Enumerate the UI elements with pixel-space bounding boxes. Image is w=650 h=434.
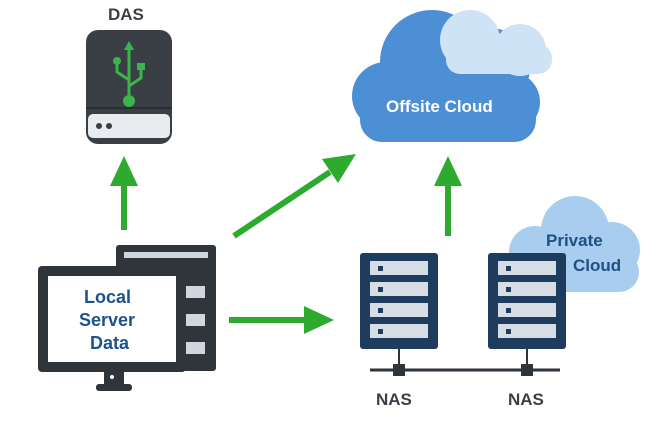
arrow-nas-to-cloud — [434, 156, 462, 236]
local-server-label-line1: Local — [84, 287, 132, 307]
private-cloud-label-line1: Private — [546, 231, 603, 250]
nas-server-1-icon — [360, 253, 438, 349]
private-cloud-label-line2: Cloud — [573, 256, 622, 275]
nas-label-1: NAS — [376, 390, 412, 409]
local-server-label-line2: Server — [79, 310, 136, 330]
offsite-cloud-icon — [352, 10, 552, 142]
arrow-to-offsite-cloud — [232, 154, 356, 239]
network-connection — [370, 349, 560, 376]
arrow-to-das — [110, 156, 138, 230]
arrow-to-nas — [229, 306, 334, 334]
local-server-label-line3: Data — [90, 333, 130, 353]
nas-label-2: NAS — [508, 390, 544, 409]
monitor-icon — [38, 266, 186, 391]
usb-icon — [113, 41, 145, 107]
nas-server-2-icon — [488, 253, 566, 349]
das-label: DAS — [108, 5, 144, 24]
offsite-cloud-label: Offsite Cloud — [386, 97, 493, 116]
